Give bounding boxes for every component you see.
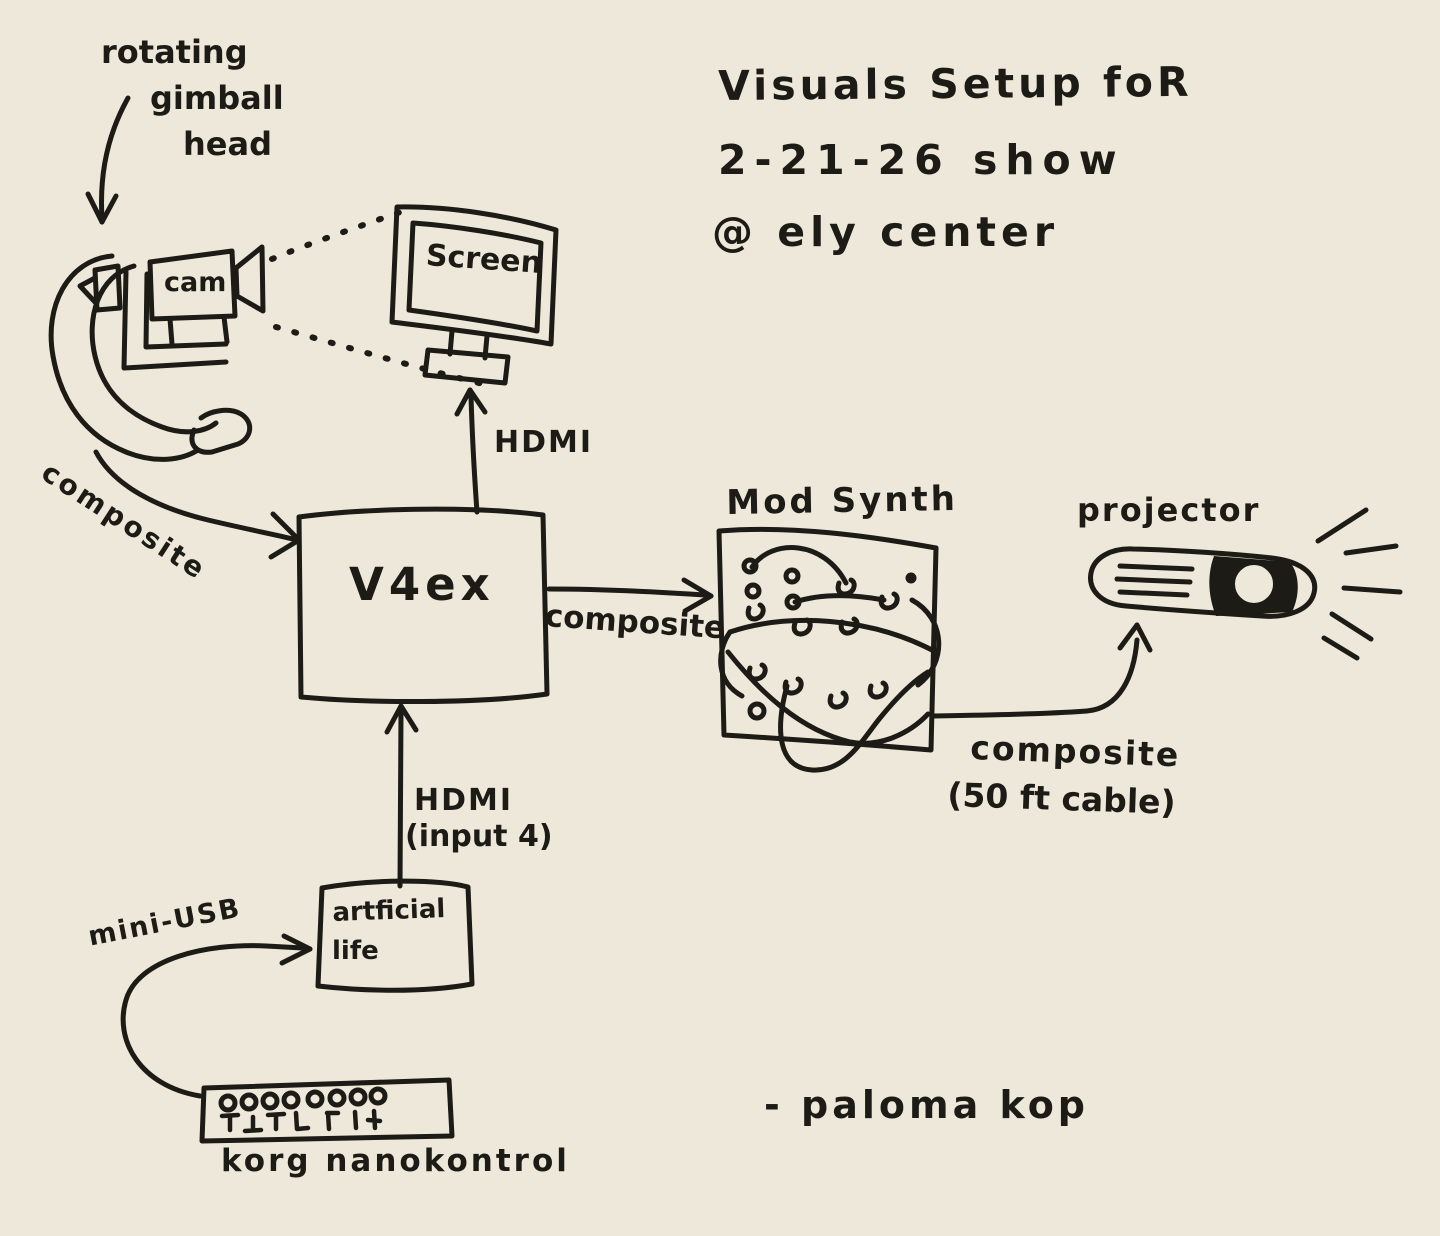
title-line-3: @ ely center — [712, 208, 1060, 256]
v4ex-label: V4ex — [349, 558, 495, 611]
signature: - paloma kop — [764, 1083, 1090, 1127]
gimbal-annotation-line-1: rotating — [101, 33, 248, 71]
camera-label: cam — [164, 267, 227, 298]
mod-synth-label: Mod Synth — [725, 478, 959, 523]
cable-cam-to-v4ex — [93, 449, 302, 560]
gimbal-annotation-line-2: gimball — [150, 79, 284, 117]
v4ex-box-sketch — [296, 506, 550, 705]
artificial-life-label-line-2: life — [332, 936, 379, 966]
hdmi-input4-label-line-2: (input 4) — [405, 819, 553, 854]
korg-nanokontrol-sketch — [199, 1077, 455, 1144]
fifty-ft-cable-label: (50 ft cable) — [946, 775, 1177, 822]
gimbal-annotation-arrow — [85, 95, 131, 225]
title-line-2: 2-21-26 show — [718, 136, 1125, 184]
gimbal-annotation-line-3: head — [183, 125, 272, 163]
screen-sketch — [389, 204, 559, 386]
hdmi-input4-label-line-1: HDMI — [414, 783, 514, 818]
arrow-v4ex-to-screen — [454, 387, 488, 515]
screen-label: Screen — [424, 238, 544, 282]
arrow-v4ex-to-synth — [546, 577, 714, 614]
camera-view-dotted-lines — [269, 205, 495, 389]
cable-artlife-to-v4ex — [384, 703, 419, 889]
projector-sketch — [1088, 507, 1403, 661]
title-line-1: Visuals Setup foR — [717, 57, 1193, 110]
hdmi-cable-label: HDMI — [494, 425, 594, 460]
projector-label: projector — [1077, 491, 1261, 529]
mod-synth-sketch — [716, 526, 942, 773]
camera-sketch — [48, 244, 266, 462]
korg-nanokontrol-label: korg nanokontrol — [221, 1143, 570, 1179]
composite-projector-cable-label: composite — [969, 728, 1182, 775]
cable-synth-to-projector — [931, 622, 1153, 719]
cable-korg-to-artlife — [120, 933, 313, 1099]
artificial-life-box-sketch — [315, 878, 475, 993]
artificial-life-label-line-1: artficial — [331, 894, 446, 928]
